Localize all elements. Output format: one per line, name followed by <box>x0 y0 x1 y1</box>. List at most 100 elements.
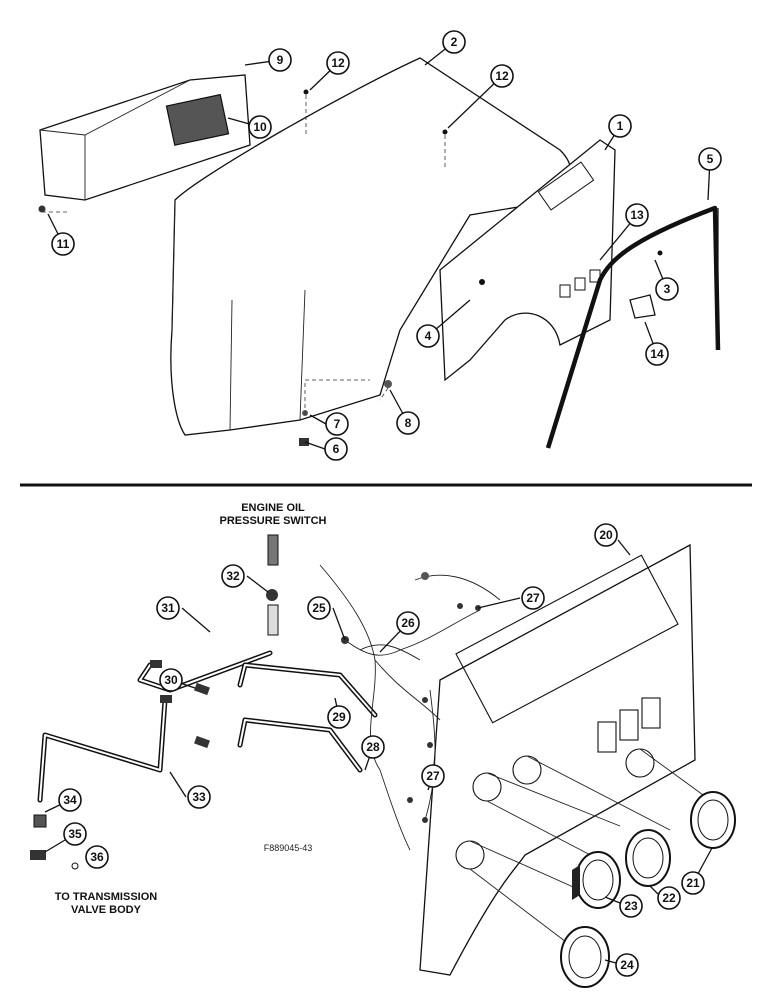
callout-36: 36 <box>85 845 109 869</box>
cover-contour-lines <box>229 289 306 431</box>
callout-27b: 27 <box>421 764 445 788</box>
engine-oil-label-line2: PRESSURE SWITCH <box>220 515 327 527</box>
callout-28: 28 <box>361 735 385 759</box>
housing-box-edges <box>39 79 191 200</box>
svg-text:1: 1 <box>617 119 624 133</box>
svg-text:4: 4 <box>425 329 432 343</box>
transmission-label-line1: TO TRANSMISSION <box>55 891 158 903</box>
callout-9: 9 <box>268 48 292 72</box>
screw-12a <box>303 89 309 95</box>
svg-text:9: 9 <box>277 53 284 67</box>
svg-text:13: 13 <box>630 208 644 222</box>
panel-gauge-holes <box>455 748 655 870</box>
panel-opening <box>455 554 679 724</box>
svg-text:11: 11 <box>57 237 70 251</box>
gauge-22 <box>625 829 671 887</box>
svg-text:29: 29 <box>332 710 346 724</box>
elbow-35 <box>30 850 46 860</box>
callout-27a: 27 <box>521 586 545 610</box>
callout-31: 31 <box>156 596 180 620</box>
gauge-23 <box>572 851 621 909</box>
svg-text:3: 3 <box>664 282 671 296</box>
svg-text:12: 12 <box>331 56 345 70</box>
grommet-8 <box>384 380 392 388</box>
engine-oil-label-line1: ENGINE OIL <box>241 502 305 514</box>
callout-7: 7 <box>325 412 349 436</box>
callout-30: 30 <box>159 668 183 692</box>
svg-text:36: 36 <box>90 850 104 864</box>
o-ring-36 <box>71 862 79 870</box>
svg-text:27: 27 <box>526 591 540 605</box>
grille-panel <box>165 93 230 146</box>
svg-text:24: 24 <box>620 958 634 972</box>
svg-text:30: 30 <box>164 673 178 687</box>
side-panel-slot <box>537 161 595 211</box>
svg-text:27: 27 <box>426 769 440 783</box>
svg-text:31: 31 <box>161 601 175 615</box>
nut-11 <box>38 205 46 213</box>
callout-20: 20 <box>594 523 618 547</box>
callout-1: 1 <box>608 114 632 138</box>
callout-10: 10 <box>248 115 272 139</box>
callout-5: 5 <box>698 147 722 171</box>
instrument-panel <box>419 543 696 976</box>
transmission-label-line2: VALVE BODY <box>71 904 142 916</box>
svg-text:10: 10 <box>253 120 267 134</box>
callout-26: 26 <box>396 611 420 635</box>
svg-text:8: 8 <box>405 416 412 430</box>
callout-8: 8 <box>396 411 420 435</box>
svg-text:35: 35 <box>68 827 82 841</box>
figure-code: F889045-43 <box>264 843 313 853</box>
svg-text:20: 20 <box>599 528 613 542</box>
fastener-4 <box>479 279 485 285</box>
callout-3: 3 <box>655 277 679 301</box>
svg-text:28: 28 <box>366 740 380 754</box>
screw-12b <box>442 129 448 135</box>
svg-text:25: 25 <box>312 601 326 615</box>
instrument-panel-assembly <box>30 534 736 988</box>
svg-text:7: 7 <box>334 417 341 431</box>
trim-seal <box>545 205 721 449</box>
svg-text:6: 6 <box>333 442 340 456</box>
callout-11: 11 <box>51 232 75 256</box>
callout-13: 13 <box>625 203 649 227</box>
fitting-34 <box>33 814 47 828</box>
callout-21: 21 <box>681 871 705 895</box>
callout-24: 24 <box>615 953 639 977</box>
callout-23: 23 <box>619 894 643 918</box>
console-cover-assembly <box>38 57 721 449</box>
callout-25: 25 <box>307 596 331 620</box>
gauge-projection-lines <box>469 748 711 946</box>
gauge-24 <box>560 926 610 988</box>
svg-text:2: 2 <box>451 35 458 49</box>
hose-33 <box>37 697 168 803</box>
svg-text:12: 12 <box>495 69 509 83</box>
callout-12a: 12 <box>326 51 350 75</box>
svg-text:33: 33 <box>192 790 206 804</box>
callout-22: 22 <box>657 886 681 910</box>
side-panel <box>439 139 616 382</box>
callout-35: 35 <box>63 822 87 846</box>
callout-6: 6 <box>324 437 348 461</box>
nut-3 <box>657 250 663 256</box>
alignment-lines <box>42 95 446 415</box>
hose-31 <box>137 650 273 693</box>
callout-4: 4 <box>416 324 440 348</box>
callout-12b: 12 <box>490 64 514 88</box>
svg-text:21: 21 <box>686 876 700 890</box>
callout-32: 32 <box>221 564 245 588</box>
svg-text:32: 32 <box>226 569 240 583</box>
callout-34: 34 <box>58 788 82 812</box>
bolt-6 <box>299 438 309 446</box>
svg-text:34: 34 <box>63 793 77 807</box>
pressure-switch <box>266 534 279 636</box>
callout-2: 2 <box>442 30 466 54</box>
panel-switch-cutouts <box>597 697 661 753</box>
gauge-21 <box>690 791 736 849</box>
svg-text:26: 26 <box>401 616 415 630</box>
svg-text:5: 5 <box>707 152 714 166</box>
callout-29: 29 <box>327 705 351 729</box>
svg-text:23: 23 <box>624 899 638 913</box>
